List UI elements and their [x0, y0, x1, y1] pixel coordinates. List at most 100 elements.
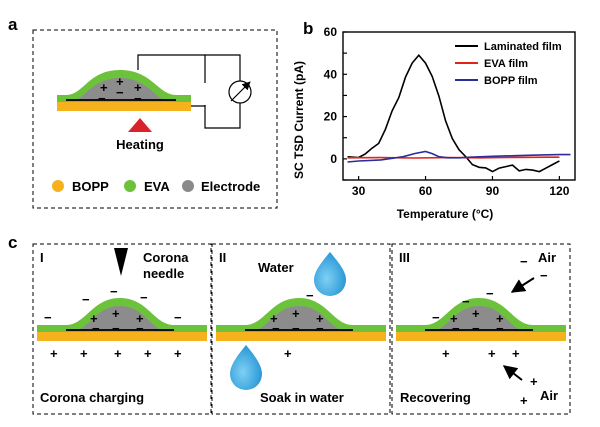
surface-charge-minus: − — [140, 290, 148, 305]
charge-plus: + — [112, 306, 120, 321]
legend-label: Laminated film — [484, 41, 562, 53]
legend-electrode-label: Electrode — [201, 179, 260, 194]
charge-plus: + — [116, 74, 124, 89]
legend-bopp-label: BOPP — [72, 179, 109, 194]
surface-charge-minus: − — [306, 288, 314, 303]
charge-plus: + — [100, 80, 108, 95]
sub1-roman: I — [40, 250, 44, 265]
panel-a-label: a — [8, 15, 18, 34]
charge-minus: − — [134, 91, 142, 106]
chart-ylabel: SC TSD Current (pA) — [292, 61, 306, 179]
air-top-label: Air — [538, 250, 556, 265]
panel-b-label: b — [303, 19, 313, 38]
air-charge-minus: − — [540, 268, 548, 283]
charge-minus: − — [272, 321, 280, 336]
surface-charge-minus: − — [174, 310, 182, 325]
air-arrow-icon — [510, 277, 535, 293]
charge-minus: − — [452, 321, 460, 336]
y-tick-label: 0 — [330, 152, 337, 166]
chart-xlabel: Temperature (°C) — [397, 207, 494, 221]
panel-c-sub3: III Air − − + + + − − − − − − + + + + + … — [391, 243, 571, 415]
y-tick-label: 20 — [324, 110, 338, 124]
y-tick-label: 40 — [324, 67, 338, 81]
charge-plus: + — [80, 346, 88, 361]
bopp-layer — [216, 332, 386, 341]
needle-label: needle — [143, 266, 184, 281]
air-charge-minus: − — [520, 254, 528, 269]
x-tick-label: 120 — [549, 184, 569, 198]
panel-a-frame — [32, 29, 278, 209]
panel-a-device: + + + − − − — [57, 70, 191, 111]
charge-plus: + — [450, 311, 458, 326]
charge-minus: − — [98, 91, 106, 106]
charge-plus: + — [174, 346, 182, 361]
plot-frame — [342, 31, 576, 181]
surface-charge-minus: − — [44, 310, 52, 325]
legend-electrode-swatch — [182, 180, 194, 192]
surface-charge-minus: − — [486, 286, 494, 301]
x-tick-label: 60 — [419, 184, 433, 198]
bopp-layer — [396, 332, 566, 341]
panel-c-label: c — [8, 233, 17, 252]
electrode — [435, 306, 523, 330]
air-charge-plus: + — [530, 374, 538, 389]
charge-plus: + — [136, 311, 144, 326]
bopp-layer — [37, 332, 207, 341]
heating-arrow-icon — [128, 118, 152, 132]
charge-plus: + — [50, 346, 58, 361]
charge-plus: + — [496, 311, 504, 326]
circuit — [137, 54, 252, 129]
panel-c-sub2: II Water + + + − − − − + Soak in water — [211, 243, 391, 415]
charge-plus: + — [316, 311, 324, 326]
heating-label: Heating — [116, 137, 164, 152]
charge-plus: + — [90, 311, 98, 326]
x-tick-label: 30 — [352, 184, 366, 198]
charge-minus: − — [136, 321, 144, 336]
charge-plus: + — [292, 306, 300, 321]
corona-needle-icon — [114, 248, 128, 276]
air-bottom-label: Air — [540, 388, 558, 403]
charge-plus: + — [472, 306, 480, 321]
charge-plus: + — [114, 346, 122, 361]
panel-c-sub1: I Corona needle + + + − − − − − − − − + … — [32, 243, 212, 415]
y-tick-label: 60 — [324, 25, 338, 39]
air-charge-plus: + — [520, 393, 528, 408]
bopp-layer — [57, 102, 191, 111]
charge-plus: + — [512, 346, 520, 361]
electrode — [76, 306, 164, 330]
series-line-laminated-film — [347, 53, 560, 173]
charge-minus: − — [292, 321, 300, 336]
surface-charge-minus: − — [432, 310, 440, 325]
surface-charge-minus: − — [110, 284, 118, 299]
series-line-bopp-film — [347, 150, 571, 163]
electrode — [255, 306, 343, 330]
legend-label: BOPP film — [484, 75, 538, 87]
charge-plus: + — [488, 346, 496, 361]
sub3-roman: III — [399, 250, 410, 265]
sub2-caption: Soak in water — [260, 390, 344, 405]
charge-plus: + — [270, 311, 278, 326]
charge-plus: + — [134, 80, 142, 95]
corona-label: Corona — [143, 250, 189, 265]
charge-plus: + — [144, 346, 152, 361]
electrode — [74, 78, 166, 100]
legend-eva-swatch — [124, 180, 136, 192]
charge-minus: − — [316, 321, 324, 336]
x-tick-label: 90 — [486, 184, 500, 198]
sub1-caption: Corona charging — [40, 390, 144, 405]
charge-minus: − — [496, 321, 504, 336]
air-arrow-icon — [502, 365, 523, 381]
legend-eva-label: EVA — [144, 179, 170, 194]
charge-minus: − — [112, 321, 120, 336]
water-drop-icon — [314, 252, 346, 296]
sub2-roman: II — [219, 250, 226, 265]
surface-charge-minus: − — [82, 292, 90, 307]
panel-a-legend: BOPP EVA Electrode — [52, 179, 260, 194]
water-drop-icon — [230, 345, 262, 390]
charge-plus: + — [442, 346, 450, 361]
charge-minus: − — [116, 85, 124, 100]
charge-minus: − — [92, 321, 100, 336]
